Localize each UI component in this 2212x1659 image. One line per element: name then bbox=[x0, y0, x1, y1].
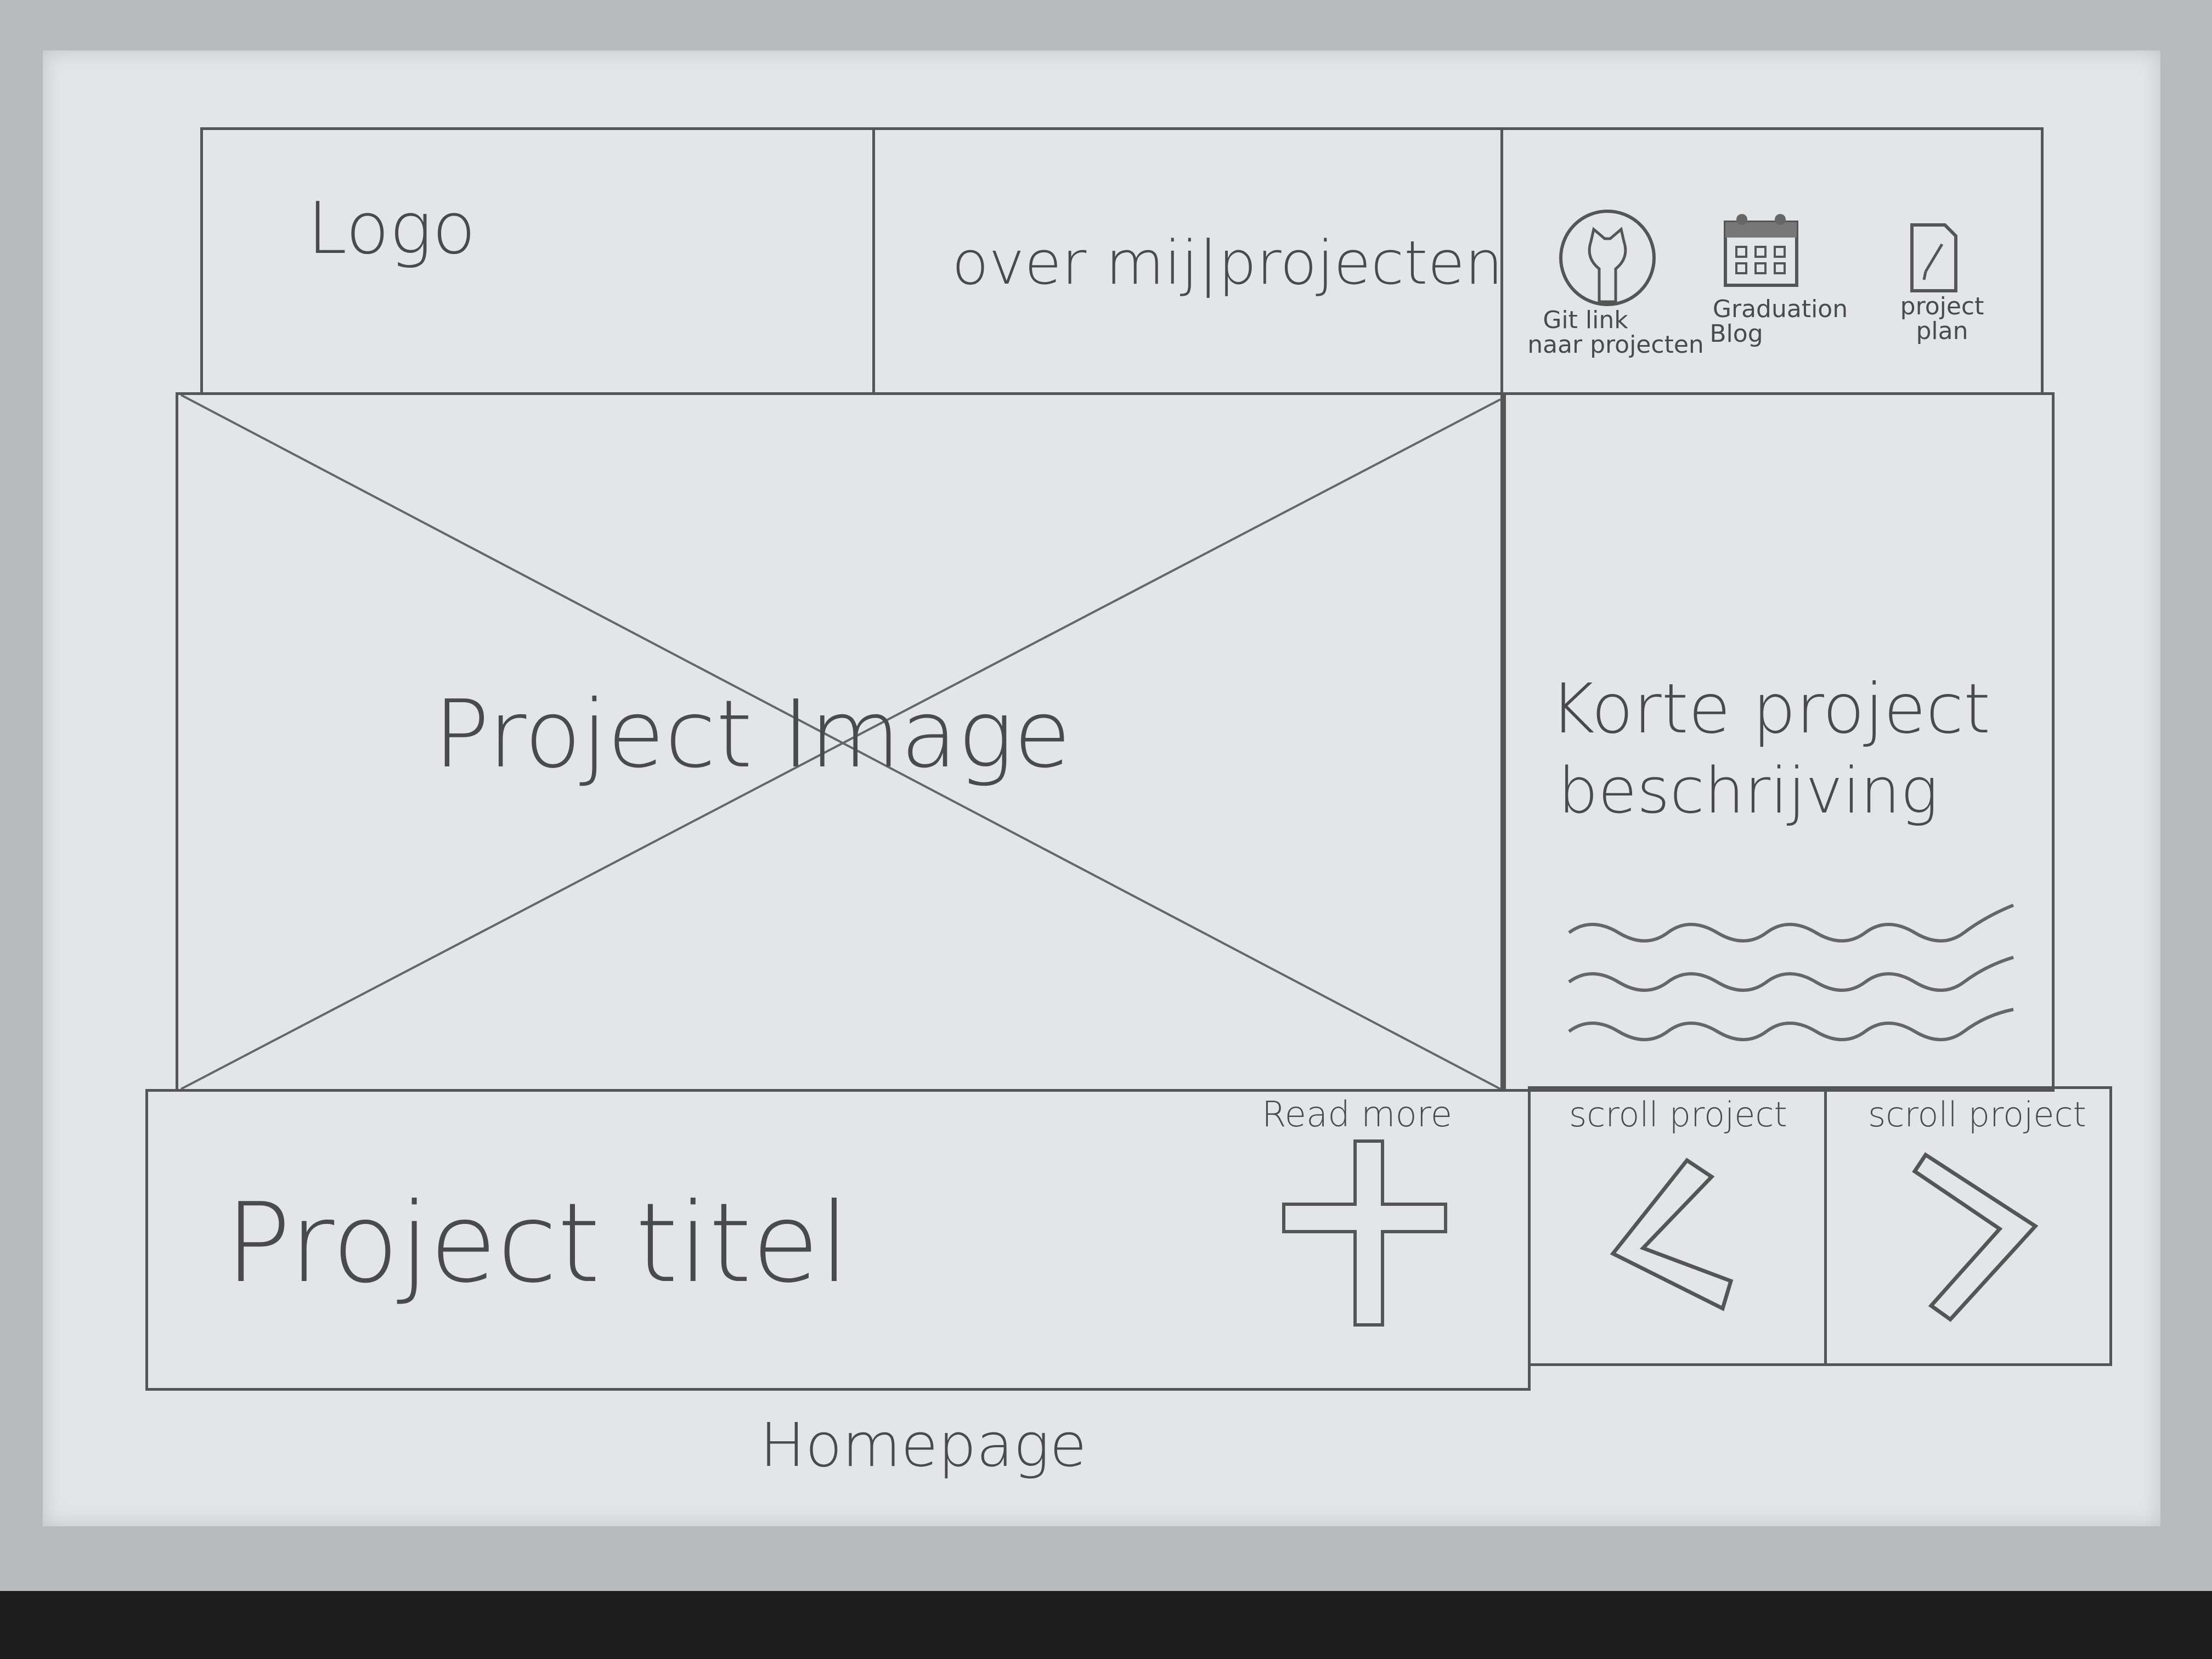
github-label-2: naar projecten bbox=[1527, 331, 1704, 359]
read-more-label: Read more bbox=[1262, 1094, 1452, 1135]
chevron-left-icon bbox=[1610, 1158, 1734, 1311]
scroll-prev-button[interactable]: scroll project bbox=[1531, 1089, 1824, 1363]
blog-label-2: Blog bbox=[1709, 320, 1763, 348]
description-box bbox=[1503, 392, 2055, 1092]
github-icon bbox=[1559, 210, 1656, 306]
logo[interactable]: Logo bbox=[307, 187, 476, 270]
document-icon bbox=[1910, 223, 1957, 292]
table-surface bbox=[0, 1591, 2212, 1659]
plan-label-2: plan bbox=[1916, 317, 1968, 345]
project-plan-link[interactable]: project plan bbox=[1876, 219, 2008, 373]
description-title-1: Korte project bbox=[1550, 669, 1991, 749]
scroll-next-box bbox=[1824, 1086, 2112, 1366]
blog-label-1: Graduation bbox=[1712, 295, 1848, 323]
scroll-next-label: scroll project bbox=[1868, 1094, 2086, 1135]
calendar-icon bbox=[1724, 214, 1798, 287]
graduation-blog-link[interactable]: Graduation Blog bbox=[1703, 208, 1857, 373]
page-caption: Homepage bbox=[760, 1410, 1087, 1480]
plan-label-1: project bbox=[1900, 292, 1984, 320]
image-placeholder-label: Project Image bbox=[433, 680, 1071, 789]
nav-links[interactable]: over mij|projecten bbox=[952, 228, 1503, 298]
paper-sheet bbox=[43, 50, 2160, 1526]
project-title: Project titel bbox=[225, 1180, 850, 1307]
github-link[interactable]: Git link naar projecten bbox=[1514, 208, 1717, 373]
scroll-next-button[interactable]: scroll project bbox=[1827, 1089, 2109, 1363]
description-title-2: beschrijving bbox=[1558, 754, 1938, 828]
chevron-right-icon bbox=[1912, 1152, 2039, 1322]
read-more-button[interactable]: Read more bbox=[1256, 1094, 1492, 1336]
plus-icon bbox=[1282, 1139, 1447, 1327]
github-label-1: Git link bbox=[1543, 306, 1628, 334]
scroll-prev-label: scroll project bbox=[1569, 1094, 1787, 1135]
